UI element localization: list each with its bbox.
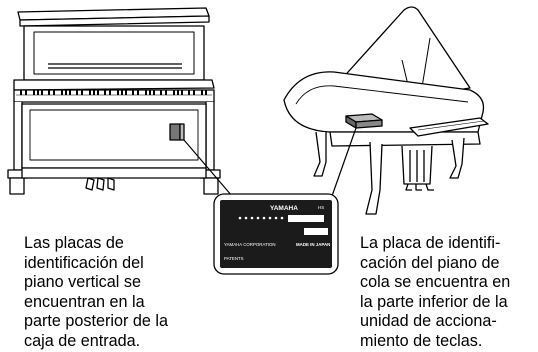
grand-caption: La placa de identifi- cación del piano d… bbox=[360, 234, 510, 351]
plate-brand: YAMAHA bbox=[270, 205, 298, 212]
pointer-lines bbox=[183, 127, 357, 197]
nameplate-callout: YAMAHA HS YAMAHA CORPORATION MADE IN JAP… bbox=[213, 193, 339, 275]
plate-patents: PATENTS bbox=[224, 256, 244, 261]
upright-piano-illustration bbox=[7, 7, 221, 195]
plate-corporation: YAMAHA CORPORATION bbox=[224, 242, 276, 247]
upright-caption-line: caja de entrada. bbox=[24, 331, 141, 350]
upright-caption-line: Las placas de bbox=[24, 234, 124, 252]
grand-caption-line: cola se encuentra en bbox=[360, 273, 511, 291]
grand-caption-line: cación del piano de bbox=[360, 253, 500, 272]
grand-caption-line: la parte inferior de la bbox=[360, 292, 508, 311]
plate-model-tag: HS bbox=[318, 205, 324, 210]
plate-origin: MADE IN JAPAN bbox=[296, 242, 330, 247]
grand-piano-illustration bbox=[283, 6, 489, 215]
grand-caption-line: unidad de acciona- bbox=[360, 312, 497, 330]
upright-caption-line: parte posterior de la bbox=[24, 312, 168, 330]
grand-caption-line: La placa de identifi- bbox=[360, 234, 501, 252]
grand-caption-line: miento de teclas. bbox=[360, 331, 483, 350]
upright-caption: Las placas de identificación del piano v… bbox=[24, 234, 168, 351]
upright-caption-line: encuentran en la bbox=[24, 292, 145, 311]
upright-caption-line: identificación del bbox=[24, 253, 144, 272]
upright-caption-line: piano vertical se bbox=[24, 273, 141, 291]
plate-dots bbox=[238, 216, 284, 220]
